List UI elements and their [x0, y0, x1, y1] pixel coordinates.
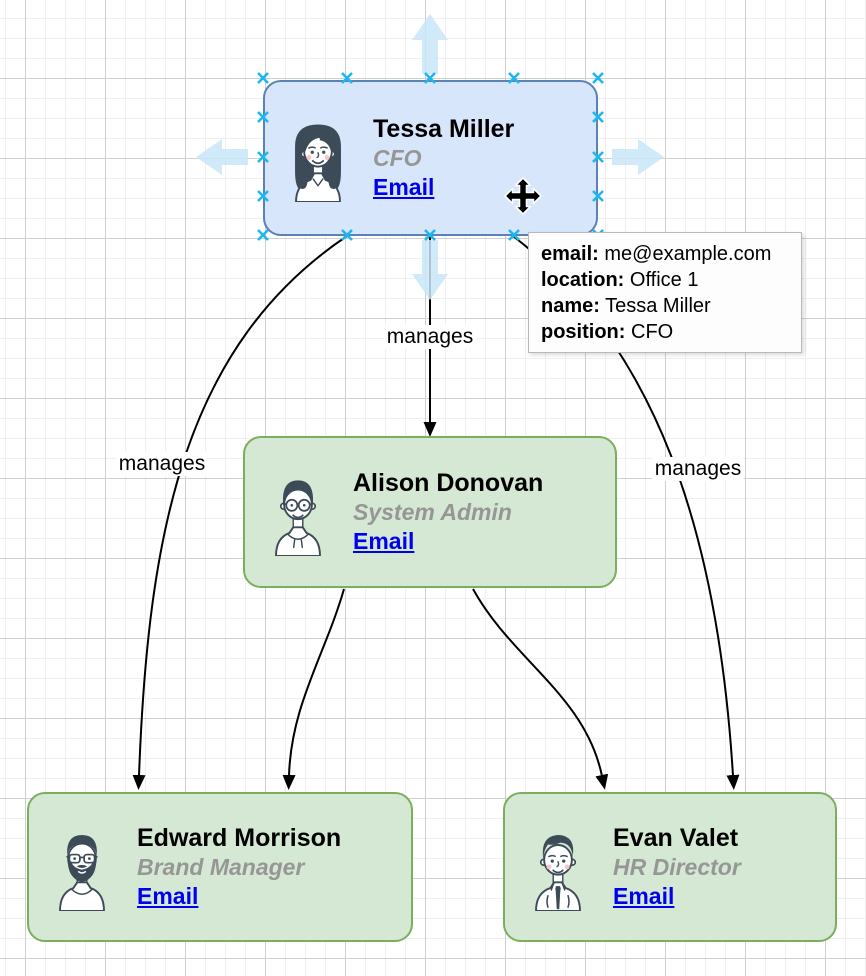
hover-arrow-up-icon[interactable]	[412, 14, 448, 74]
edge-label-manages-center[interactable]: manages	[383, 325, 477, 349]
person-name: Evan Valet	[613, 824, 739, 852]
tooltip-row: email: me@example.com	[541, 243, 772, 265]
avatar-man-suit-icon	[535, 834, 581, 911]
node-tessa-miller[interactable]: Tessa Miller CFO Email	[263, 80, 598, 236]
avatar-man-glasses-icon	[275, 480, 321, 556]
tooltip: email: me@example.com location: Office 1…	[528, 232, 802, 353]
edge-alison-edward[interactable]	[282, 588, 345, 790]
node-evan-valet[interactable]: Evan Valet HR Director Email	[503, 792, 837, 942]
hover-arrow-right-icon[interactable]	[612, 139, 664, 175]
tooltip-row: name: Tessa Miller	[541, 295, 711, 317]
avatar-man-beard-icon	[59, 834, 105, 911]
edge-alison-evan[interactable]	[472, 588, 609, 790]
email-link[interactable]: Email	[353, 528, 415, 554]
avatar-woman-icon	[295, 124, 341, 202]
person-role: CFO	[373, 145, 422, 171]
tooltip-row: location: Office 1	[541, 269, 699, 291]
person-role: HR Director	[613, 854, 741, 880]
person-role: Brand Manager	[137, 854, 305, 880]
edge-label-manages-left[interactable]: manages	[115, 452, 209, 476]
person-role: System Admin	[353, 499, 512, 525]
node-edward-morrison[interactable]: Edward Morrison Brand Manager Email	[27, 792, 413, 942]
person-name: Alison Donovan	[353, 469, 544, 497]
hover-arrow-left-icon[interactable]	[196, 139, 248, 175]
email-link[interactable]: Email	[373, 174, 435, 200]
person-name: Tessa Miller	[373, 115, 515, 143]
node-alison-donovan[interactable]: Alison Donovan System Admin Email	[243, 436, 617, 588]
tooltip-row: position: CFO	[541, 321, 674, 343]
person-name: Edward Morrison	[137, 824, 342, 852]
email-link[interactable]: Email	[613, 883, 675, 909]
edge-label-manages-right[interactable]: manages	[651, 457, 745, 481]
email-link[interactable]: Email	[137, 883, 199, 909]
